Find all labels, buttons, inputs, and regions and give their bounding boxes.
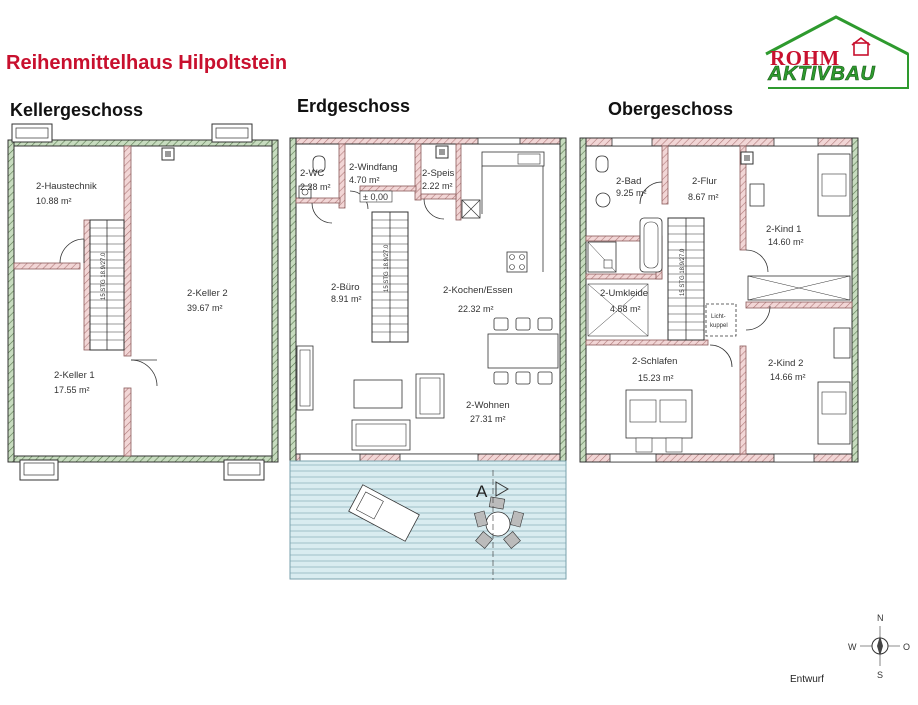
room-area-buero: 8.91 m² (331, 294, 362, 304)
room-name-windfang: 2-Windfang (349, 162, 398, 173)
compass-s: S (877, 670, 883, 680)
room-area-haustechnik: 10.88 m² (36, 196, 72, 206)
room-area-keller2: 39.67 m² (187, 303, 223, 313)
room-area-windfang: 4.70 m² (349, 175, 380, 185)
plan-obergeschoss: 15 STG 18.9/27.0 Licht- kuppel 2-Bad 9.2… (579, 137, 859, 464)
room-name-kind1: 2-Kind 1 (766, 224, 801, 235)
room-name-kochen-essen: 2-Kochen/Essen (443, 285, 513, 296)
company-logo: ROHM AKTIVBAU (762, 14, 912, 90)
house-roof-icon (765, 15, 909, 89)
room-name-keller2: 2-Keller 2 (187, 288, 228, 299)
room-name-flur: 2-Flur (692, 176, 717, 187)
room-name-bad: 2-Bad (616, 176, 641, 187)
logo-brand-line2: AKTIVBAU (768, 63, 876, 86)
room-name-wohnen: 2-Wohnen (466, 400, 510, 411)
status-label: Entwurf (790, 674, 824, 685)
heading-kellergeschoss: Kellergeschoss (10, 100, 144, 120)
room-area-schlafen: 15.23 m² (638, 373, 674, 383)
compass-n: N (877, 613, 884, 623)
room-area-bad: 9.25 m² (616, 188, 647, 198)
room-name-kind2: 2-Kind 2 (768, 358, 803, 369)
room-name-buero: 2-Büro (331, 282, 360, 293)
room-area-kind2: 14.66 m² (770, 372, 806, 382)
plan-kellergeschoss: 15 STG 18.9/27.0 2-Haustechnik 10.88 m² … (7, 123, 279, 481)
skylight-label-line1: Licht- (711, 314, 726, 320)
heading-obergeschoss: Obergeschoss (608, 99, 734, 119)
room-name-keller1: 2-Keller 1 (54, 370, 95, 381)
room-area-wohnen: 27.31 m² (470, 414, 506, 424)
room-area-flur: 8.67 m² (688, 192, 719, 202)
stair-erdgeschoss: 15 STG 18.9/27.0 (371, 211, 409, 343)
room-name-schlafen: 2-Schlafen (632, 356, 677, 367)
logo-brand-line1: ROHM (770, 46, 840, 70)
level-label: ± 0,00 (363, 192, 388, 202)
terrace: A (289, 460, 567, 580)
page-title: Reihenmittelhaus Hilpoltstein (6, 52, 288, 74)
room-area-kind1: 14.60 m² (768, 237, 804, 247)
room-area-kochen-essen: 22.32 m² (458, 304, 494, 314)
room-area-wc: 2.28 m² (300, 182, 331, 192)
room-area-keller1: 17.55 m² (54, 385, 90, 395)
compass: N O S W (846, 610, 914, 682)
skylight-label-line2: kuppel (710, 323, 728, 329)
stair-obergeschoss: 15 STG 18.9/27.0 (667, 217, 705, 341)
room-name-speis: 2-Speis (422, 168, 454, 179)
compass-rose-icon: N O S W (848, 613, 910, 680)
room-name-umkleide: 2-Umkleide (600, 288, 648, 299)
stair-kellergeschoss: 15 STG 18.9/27.0 (89, 219, 125, 351)
room-area-umkleide: 4.58 m² (610, 304, 641, 314)
compass-e: O (903, 642, 910, 652)
compass-w: W (848, 642, 857, 652)
room-area-speis: 2.22 m² (422, 181, 453, 191)
room-name-wc: 2-WC (300, 168, 324, 179)
stair-label-erd: 15 STG 18.9/27.0 (384, 244, 390, 292)
room-name-haustechnik: 2-Haustechnik (36, 181, 97, 192)
plan-erdgeschoss: 15 STG 18.9/27.0 2-WC (289, 137, 567, 580)
stair-label-keller: 15 STG 18.9/27.0 (101, 252, 107, 300)
stair-label-ober: 15 STG 18.9/27.0 (680, 248, 686, 296)
section-marker: A (476, 482, 488, 501)
heading-erdgeschoss: Erdgeschoss (297, 96, 411, 116)
